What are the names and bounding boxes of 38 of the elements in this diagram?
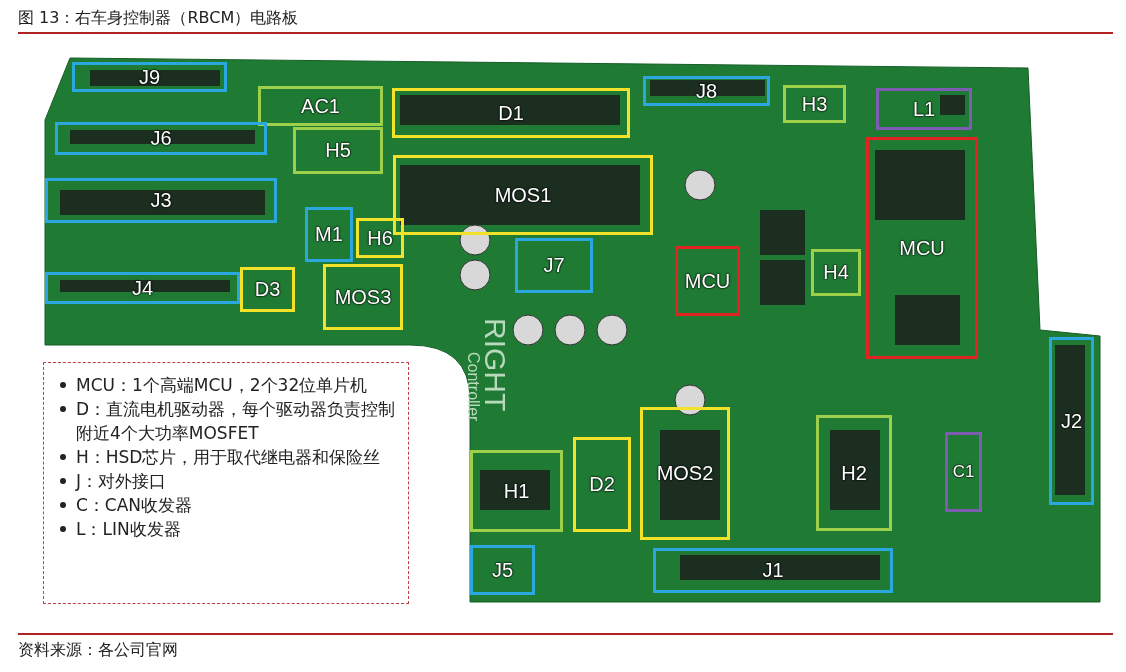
component-label-box: D3	[240, 267, 295, 312]
component-label-box: J3	[45, 178, 277, 223]
component-label-box: H1	[470, 450, 563, 532]
component-label-box: MCU	[675, 246, 740, 316]
component-label-box: MOS1	[393, 155, 653, 235]
note-box	[43, 362, 409, 604]
component-label-box: L1	[876, 88, 972, 130]
component-label-box: J7	[515, 238, 593, 293]
bullet-note: C：CAN收发器	[76, 494, 193, 517]
component-label-box: D1	[392, 88, 630, 138]
board-print-text: RIGHT	[479, 318, 512, 412]
component-label-box: MOS2	[640, 407, 730, 540]
bullet-note: J：对外接口	[76, 470, 166, 493]
bullet-note: L：LIN收发器	[76, 518, 181, 541]
figure-title: 图 13：右车身控制器（RBCM）电路板	[18, 8, 299, 29]
component-label-box: C1	[945, 432, 982, 512]
component-label-box: J2	[1049, 337, 1094, 505]
component-label-box: H6	[356, 218, 404, 258]
component-label-box: J6	[55, 122, 267, 155]
component-label-box: H2	[816, 415, 892, 531]
component-label-box: J1	[653, 548, 893, 593]
component-label-box: J9	[72, 62, 227, 92]
component-label-box: D2	[573, 437, 631, 532]
bullet-note: MCU：1个高端MCU，2个32位单片机	[76, 374, 368, 397]
component-label-box: J5	[470, 545, 535, 595]
component-label-box: J8	[643, 76, 770, 106]
bullet-note: D：直流电机驱动器，每个驱动器负责控制附近4个大功率MOSFET	[76, 398, 396, 445]
source-note: 资料来源：各公司官网	[18, 640, 178, 661]
component-label-box: MOS3	[323, 264, 403, 330]
board-print-text: Controller	[464, 352, 482, 422]
component-label-box: H5	[293, 127, 383, 174]
component-label-box: H3	[783, 85, 846, 123]
bullet-note: H：HSD芯片，用于取代继电器和保险丝	[76, 446, 381, 469]
component-label-box: J4	[45, 272, 240, 304]
component-label-box: AC1	[258, 86, 383, 126]
component-label-box: MCU	[866, 137, 978, 359]
component-label-box: M1	[305, 207, 353, 262]
component-label-box: H4	[811, 249, 861, 296]
